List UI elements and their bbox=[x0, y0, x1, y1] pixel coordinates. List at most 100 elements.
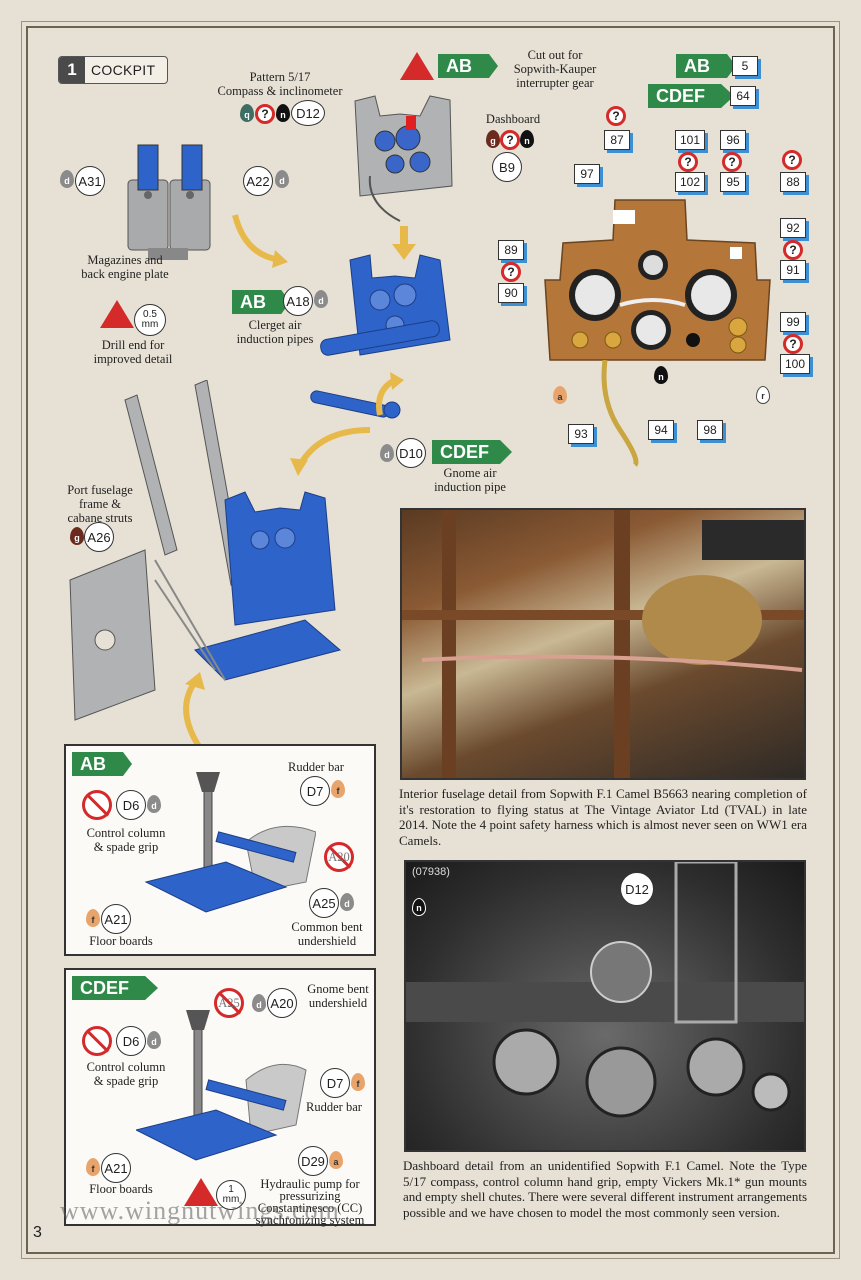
paint-d-drop: d bbox=[60, 170, 74, 188]
page-border bbox=[21, 21, 840, 1259]
photo2-caption: Dashboard detail from an unidentified So… bbox=[403, 1158, 807, 1220]
restoration-photo-detail bbox=[402, 510, 804, 778]
no-fit-icon bbox=[324, 842, 354, 872]
part-b9: B9 bbox=[492, 152, 522, 182]
instrument-number-95: 95 bbox=[720, 172, 746, 192]
paint-f-drop: f bbox=[331, 780, 345, 798]
instrument-number-93: 93 bbox=[568, 424, 594, 444]
warning-icon bbox=[400, 52, 434, 80]
clerget-label: Clerget air induction pipes bbox=[236, 318, 314, 346]
page-number: 3 bbox=[33, 1224, 42, 1241]
unknown-paint-mark: ? bbox=[255, 104, 275, 124]
instrument-number-94: 94 bbox=[648, 420, 674, 440]
part-a20-crossed: A20 bbox=[328, 850, 350, 864]
drill-size: 1 mm bbox=[216, 1180, 246, 1210]
part-d29: D29 bbox=[298, 1146, 328, 1176]
rudder-label: Rudder bar bbox=[306, 1100, 362, 1114]
instrument-number-102: 102 bbox=[675, 172, 705, 192]
instrument-panel-drawing bbox=[544, 199, 771, 361]
paint-f-drop: f bbox=[351, 1073, 365, 1091]
paint-g-drop: g bbox=[486, 130, 500, 148]
instrument-number-101: 101 bbox=[675, 130, 705, 150]
photo1-caption: Interior fuselage detail from Sopwith F.… bbox=[399, 786, 807, 848]
inset-ab: AB Rudder bar D7 f D6 d Control column &… bbox=[64, 744, 376, 956]
paint-d-drop: d bbox=[275, 170, 289, 188]
assembly-arrow bbox=[392, 226, 416, 260]
paint-d-drop: d bbox=[314, 290, 328, 308]
cutout-label: Cut out for Sopwith-Kauper interrupter g… bbox=[513, 48, 597, 90]
part-a31: A31 bbox=[75, 166, 105, 196]
unknown-paint-mark: ? bbox=[500, 130, 520, 150]
unknown-paint-mark: ? bbox=[783, 240, 803, 260]
part-a25: A25 bbox=[309, 888, 339, 918]
instrument-number-97: 97 bbox=[574, 164, 600, 184]
section-label: COCKPIT bbox=[91, 62, 156, 78]
instrument-number-5: 5 bbox=[732, 56, 758, 76]
tag-ab-clerget: AB bbox=[232, 290, 290, 314]
instrument-number-64: 64 bbox=[730, 86, 756, 106]
magazines-part-drawing bbox=[127, 144, 211, 260]
paint-a-drop: a bbox=[553, 386, 567, 404]
pattern-label: Pattern 5/17 Compass & inclinometer bbox=[217, 70, 343, 98]
gnome-label: Gnome air induction pipe bbox=[434, 466, 506, 494]
unknown-paint-mark: ? bbox=[783, 334, 803, 354]
no-cut-icon bbox=[82, 1026, 112, 1056]
part-a18: A18 bbox=[283, 286, 313, 316]
part-d12: D12 bbox=[291, 100, 325, 126]
inset-cdef-tag: CDEF bbox=[72, 976, 158, 1000]
hydraulic-pump-label: Hydraulic pump for pressurizing Constant… bbox=[255, 1177, 365, 1227]
part-d6: D6 bbox=[116, 1026, 146, 1056]
drill-label: Drill end for improved detail bbox=[93, 338, 173, 366]
floor-boards-label: Floor boards bbox=[89, 1182, 153, 1196]
part-a20: A20 bbox=[267, 988, 297, 1018]
paint-d-drop: d bbox=[340, 893, 354, 911]
tag-ab-cutout: AB bbox=[438, 54, 498, 78]
part-d7: D7 bbox=[320, 1068, 350, 1098]
website-watermark: www.wingnutwings.com bbox=[60, 1196, 340, 1225]
section-number: 1 bbox=[59, 57, 85, 83]
instrument-number-87: 87 bbox=[604, 130, 630, 150]
part-a21: A21 bbox=[101, 1153, 131, 1183]
part-a25-crossed: A25 bbox=[218, 996, 240, 1010]
engine-plate-drawing bbox=[320, 254, 451, 356]
tag-ab-instruments: AB bbox=[676, 54, 736, 78]
instrument-number-90: 90 bbox=[498, 283, 524, 303]
floor-boards-label: Floor boards bbox=[89, 934, 153, 948]
paint-f-drop: f bbox=[86, 1158, 100, 1176]
paint-a-drop: a bbox=[329, 1151, 343, 1169]
instrument-number-96: 96 bbox=[720, 130, 746, 150]
part-d6: D6 bbox=[116, 790, 146, 820]
photo-code: (07938) bbox=[412, 866, 450, 878]
restoration-photo bbox=[400, 508, 806, 780]
part-d10: D10 bbox=[396, 438, 426, 468]
unknown-paint-mark: ? bbox=[606, 106, 626, 126]
instrument-pipe-drawing bbox=[601, 360, 639, 467]
dashboard-photo: (07938) n D12 bbox=[404, 860, 806, 1152]
part-a21: A21 bbox=[101, 904, 131, 934]
instrument-number-100: 100 bbox=[780, 354, 810, 374]
floor-assembly-drawing bbox=[136, 1010, 307, 1161]
instrument-number-89: 89 bbox=[498, 240, 524, 260]
photo-part-d12: D12 bbox=[620, 872, 654, 906]
unknown-paint-mark: ? bbox=[782, 150, 802, 170]
magazines-label: Magazines and back engine plate bbox=[81, 253, 169, 281]
instrument-number-88: 88 bbox=[780, 172, 806, 192]
unknown-paint-mark: ? bbox=[501, 262, 521, 282]
paint-d-drop: d bbox=[252, 994, 266, 1012]
paint-d-drop: d bbox=[380, 444, 394, 462]
paint-d-drop: d bbox=[147, 1031, 161, 1049]
tag-cdef-instruments: CDEF bbox=[648, 84, 734, 108]
gnome-undershield-label: Gnome bent undershield bbox=[307, 982, 369, 1010]
dashboard-part-drawing bbox=[354, 95, 453, 222]
paint-d-drop: d bbox=[147, 795, 161, 813]
instrument-number-92: 92 bbox=[780, 218, 806, 238]
undershield-label: Common bent undershield bbox=[291, 920, 363, 948]
inset-cdef: CDEF A25 d A20 Gnome bent undershield D6… bbox=[64, 968, 376, 1226]
tag-cdef-gnome: CDEF bbox=[432, 440, 512, 464]
control-column-label: Control column & spade grip bbox=[86, 1060, 166, 1088]
paint-n-drop: n bbox=[654, 366, 668, 384]
dashboard-label: Dashboard bbox=[485, 112, 541, 126]
paint-n-drop: n bbox=[520, 130, 534, 148]
section-title: 1 COCKPIT bbox=[58, 56, 168, 84]
instrument-number-91: 91 bbox=[780, 260, 806, 280]
